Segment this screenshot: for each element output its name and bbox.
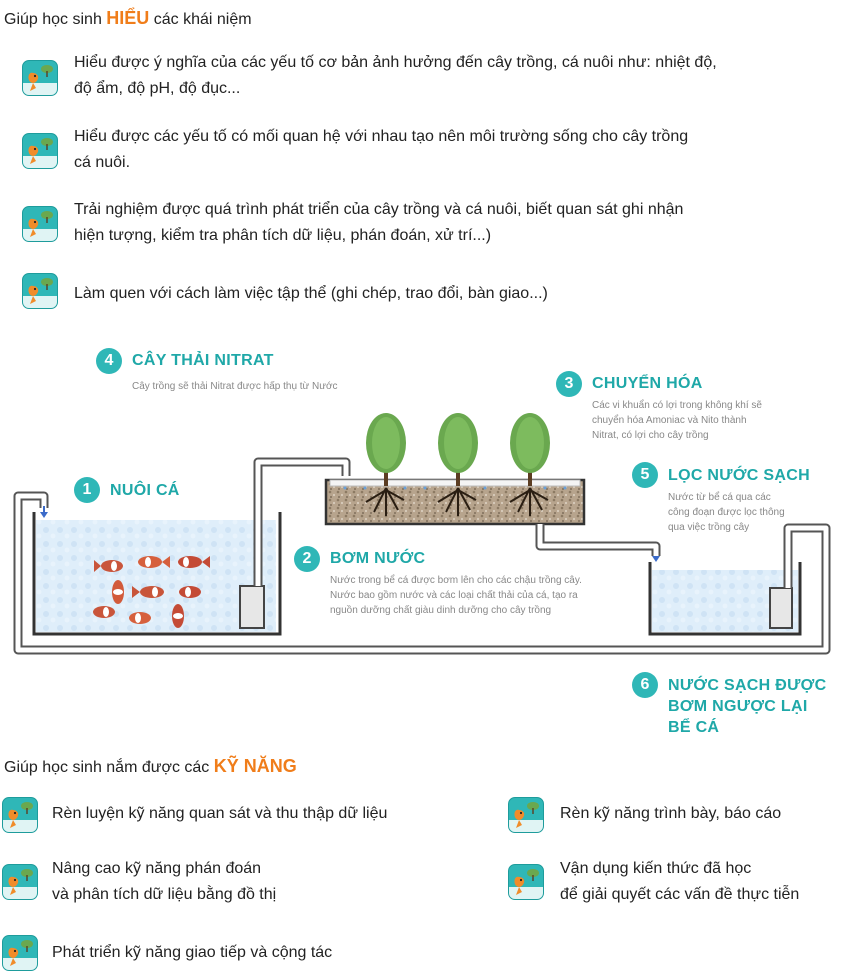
fish-plant-glyph bbox=[3, 940, 37, 970]
fish-plant-glyph bbox=[23, 278, 57, 308]
fish-plant-glyph bbox=[509, 802, 543, 832]
skills-item-3-line1: Nâng cao kỹ năng phán đoán bbox=[52, 860, 262, 877]
fish-plant-glyph bbox=[23, 138, 57, 168]
step-2-number: 2 bbox=[294, 546, 320, 572]
fish-plant-icon bbox=[22, 60, 58, 96]
fish-plant-icon bbox=[22, 206, 58, 242]
step-2-title: BƠM NƯỚC bbox=[330, 550, 426, 567]
skills-heading-highlight: KỸ NĂNG bbox=[213, 756, 297, 776]
understand-item-2-line2: cá nuôi. bbox=[74, 154, 131, 171]
skills-item-4-line2: để giải quyết các vấn đề thực tiễn bbox=[560, 886, 800, 903]
skills-item-2-line1: Rèn kỹ năng trình bày, báo cáo bbox=[560, 805, 782, 822]
fish-tank bbox=[32, 512, 282, 636]
skills-item-4: Vận dụng kiến thức đã học để giải quyết … bbox=[560, 856, 844, 908]
step-3-desc-line2: chuyển hóa Amoniac và Nito thành bbox=[592, 415, 747, 426]
step-2-desc: Nước trong bể cá được bơm lên cho các ch… bbox=[330, 573, 650, 618]
skills-item-5-line1: Phát triển kỹ năng giao tiếp và cộng tác bbox=[52, 944, 333, 961]
step-4-desc: Cây trồng sẽ thải Nitrat được hấp thụ từ… bbox=[132, 379, 432, 394]
skills-item-4-line1: Vận dụng kiến thức đã học bbox=[560, 860, 752, 877]
step-5-desc-line3: qua việc trồng cây bbox=[668, 522, 750, 533]
step-3-desc-line3: Nitrat, có lợi cho cây trồng bbox=[592, 430, 709, 441]
tree-icon bbox=[509, 413, 550, 516]
fish-icon bbox=[94, 560, 123, 572]
skills-heading-prefix: Giúp học sinh nắm được các bbox=[4, 759, 210, 776]
water-pump-icon bbox=[239, 585, 265, 629]
step-4-number: 4 bbox=[96, 348, 122, 374]
fish-icon bbox=[93, 606, 115, 618]
fish-plant-glyph bbox=[23, 211, 57, 241]
fish-icon bbox=[138, 556, 170, 568]
step-5-desc-line1: Nước từ bể cá qua các bbox=[668, 492, 771, 503]
understand-item-2: Hiểu được các yếu tố có mối quan hệ với … bbox=[74, 124, 844, 176]
skills-item-2: Rèn kỹ năng trình bày, báo cáo bbox=[560, 801, 840, 827]
skills-item-1: Rèn luyện kỹ năng quan sát và thu thập d… bbox=[52, 801, 472, 827]
aquaponics-diagram bbox=[13, 413, 831, 655]
fish-plant-icon bbox=[508, 797, 544, 833]
fish-plant-glyph bbox=[509, 869, 543, 899]
understand-item-1: Hiểu được ý nghĩa của các yếu tố cơ bản … bbox=[74, 50, 844, 102]
fish-plant-icon bbox=[508, 864, 544, 900]
step-3-desc: Các vi khuẩn có lợi trong không khí sẽ c… bbox=[592, 398, 832, 443]
clean-tank bbox=[648, 562, 802, 636]
fish-group bbox=[93, 556, 210, 628]
fish-icon bbox=[112, 580, 124, 604]
skills-item-3: Nâng cao kỹ năng phán đoán và phân tích … bbox=[52, 856, 472, 908]
fish-icon bbox=[178, 556, 210, 568]
fish-plant-icon bbox=[22, 273, 58, 309]
skills-item-5: Phát triển kỹ năng giao tiếp và cộng tác bbox=[52, 940, 472, 966]
step-2-desc-line3: nguồn dưỡng chất giàu dinh dưỡng cho cây… bbox=[330, 605, 552, 616]
step-5-title: LỌC NƯỚC SẠCH bbox=[668, 467, 810, 484]
step-5-desc: Nước từ bể cá qua các công đoạn được lọc… bbox=[668, 490, 828, 535]
fish-plant-icon bbox=[2, 935, 38, 971]
understand-heading: Giúp học sinh HIỂU các khái niệm bbox=[4, 8, 252, 29]
fish-icon bbox=[129, 612, 151, 624]
step-5-desc-line2: công đoạn được lọc thông bbox=[668, 507, 785, 518]
grow-bed bbox=[324, 478, 586, 526]
step-6-title-line2: BƠM NGƯỢC LẠI bbox=[668, 698, 808, 715]
step-6-title-line1: NƯỚC SẠCH ĐƯỢC bbox=[668, 677, 827, 694]
fish-icon bbox=[132, 586, 164, 598]
understand-item-3-line2: hiện tượng, kiểm tra phân tích dữ liệu, … bbox=[74, 227, 492, 244]
step-1-number: 1 bbox=[74, 477, 100, 503]
understand-heading-highlight: HIỂU bbox=[106, 8, 150, 28]
fish-plant-glyph bbox=[23, 65, 57, 95]
skills-item-3-line2: và phân tích dữ liệu bằng đồ thị bbox=[52, 886, 277, 903]
skills-item-1-line1: Rèn luyện kỹ năng quan sát và thu thập d… bbox=[52, 805, 388, 822]
tree-icon bbox=[365, 413, 406, 516]
step-3-title: CHUYỂN HÓA bbox=[592, 375, 703, 392]
step-1-title: NUÔI CÁ bbox=[110, 482, 180, 499]
fish-plant-icon bbox=[22, 133, 58, 169]
understand-heading-prefix: Giúp học sinh bbox=[4, 11, 102, 28]
fish-plant-icon bbox=[2, 797, 38, 833]
step-4-title: CÂY THẢI NITRAT bbox=[132, 352, 274, 369]
drain-pipe bbox=[535, 524, 661, 556]
step-6-title-line3: BỂ CÁ bbox=[668, 719, 720, 736]
step-3-number: 3 bbox=[556, 371, 582, 397]
understand-item-3-line1: Trải nghiệm được quá trình phát triển củ… bbox=[74, 201, 684, 218]
understand-item-2-line1: Hiểu được các yếu tố có mối quan hệ với … bbox=[74, 128, 689, 145]
fish-icon bbox=[172, 604, 184, 628]
understand-item-4-line1: Làm quen với cách làm việc tập thể (ghi … bbox=[74, 285, 548, 302]
skills-heading: Giúp học sinh nắm được các KỸ NĂNG bbox=[4, 756, 297, 777]
fish-plant-glyph bbox=[3, 802, 37, 832]
water-pump-icon bbox=[769, 587, 793, 629]
step-3-desc-line1: Các vi khuẩn có lợi trong không khí sẽ bbox=[592, 400, 762, 411]
understand-item-4: Làm quen với cách làm việc tập thể (ghi … bbox=[74, 281, 844, 307]
fish-icon bbox=[179, 586, 201, 598]
step-5-number: 5 bbox=[632, 462, 658, 488]
fish-plant-icon bbox=[2, 864, 38, 900]
understand-item-1-line2: độ ẩm, độ pH, độ đục... bbox=[74, 80, 241, 97]
understand-item-3: Trải nghiệm được quá trình phát triển củ… bbox=[74, 197, 844, 249]
fish-plant-glyph bbox=[3, 869, 37, 899]
step-4-desc-line1: Cây trồng sẽ thải Nitrat được hấp thụ từ… bbox=[132, 381, 338, 392]
step-6-number: 6 bbox=[632, 672, 658, 698]
understand-item-1-line1: Hiểu được ý nghĩa của các yếu tố cơ bản … bbox=[74, 54, 717, 71]
understand-heading-suffix: các khái niệm bbox=[153, 11, 252, 28]
tree-icon bbox=[437, 413, 478, 516]
step-2-desc-line2: Nước bao gồm nước và các loại chất thải … bbox=[330, 590, 578, 601]
fish-tank-water bbox=[36, 520, 276, 632]
step-6-title: NƯỚC SẠCH ĐƯỢC BƠM NGƯỢC LẠI BỂ CÁ bbox=[668, 675, 827, 738]
step-2-desc-line1: Nước trong bể cá được bơm lên cho các ch… bbox=[330, 575, 582, 586]
